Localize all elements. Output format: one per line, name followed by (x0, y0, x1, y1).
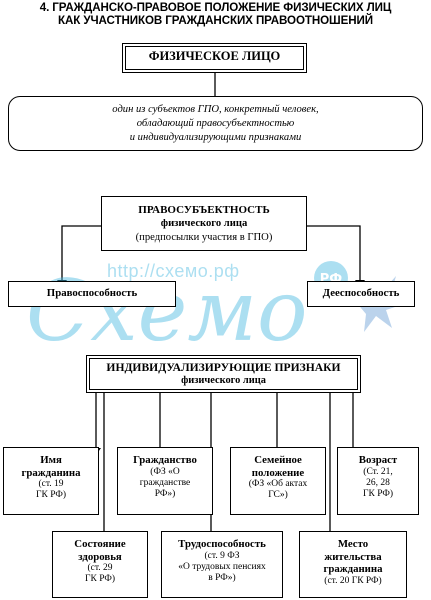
features-heading: ИНДИВИДУАЛИЗИРУЮЩИЕ ПРИЗНАКИ (106, 361, 341, 374)
page-title: 4. ГРАЖДАНСКО-ПРАВОВОЕ ПОЛОЖЕНИЕ ФИЗИЧЕС… (0, 1, 431, 27)
feature-citizenship-ref1: (ФЗ «О (150, 466, 180, 477)
feature-family-title2: положение (251, 466, 305, 479)
feature-health-title1: Состояние (74, 538, 126, 550)
person-heading: ФИЗИЧЕСКОЕ ЛИЦО (148, 49, 281, 63)
person-definition-box: один из субъектов ГПО, конкретный челове… (8, 96, 423, 151)
feature-age-ref1: (Ст. 21, (363, 466, 393, 477)
feature-name-title1: Имя (40, 454, 62, 466)
feature-work-capacity-ref2: «О трудовых пенсиях (178, 561, 266, 572)
legal-capacity-label: Правоспособность (46, 287, 138, 299)
feature-age-ref3: ГК РФ) (363, 488, 393, 499)
feature-work-capacity-ref1: (ст. 9 ФЗ (204, 550, 240, 561)
person-definition-line2: обладающий правосубъектностью (136, 118, 295, 129)
feature-age-box: Возраст (Ст. 21, 26, 28 ГК РФ) (337, 447, 419, 515)
page-title-line1: 4. ГРАЖДАНСКО-ПРАВОВОЕ ПОЛОЖЕНИЕ ФИЗИЧЕС… (39, 1, 392, 14)
feature-family-title1: Семейное (254, 454, 302, 466)
feature-citizenship-title: Гражданство (133, 454, 197, 466)
feature-work-capacity-ref3: в РФ») (208, 572, 236, 583)
person-box: ФИЗИЧЕСКОЕ ЛИЦО (122, 43, 307, 73)
features-subheading: физического лица (181, 375, 266, 386)
feature-age-ref2: 26, 28 (366, 477, 390, 488)
feature-citizenship-box: Гражданство (ФЗ «О гражданстве РФ») (117, 447, 213, 515)
feature-citizenship-ref2: гражданстве (139, 477, 191, 488)
feature-work-capacity-title: Трудоспособность (178, 538, 266, 550)
legal-capacity-box: Правоспособность (8, 281, 176, 307)
feature-name-title2: гражданина (21, 466, 81, 479)
legal-personality-heading: ПРАВОСУБЪЕКТНОСТЬ (138, 204, 270, 216)
features-box: ИНДИВИДУАЛИЗИРУЮЩИЕ ПРИЗНАКИ физического… (86, 355, 361, 393)
feature-residence-title1: Место (337, 538, 369, 550)
active-capacity-label: Дееспособность (322, 287, 400, 299)
feature-age-title: Возраст (358, 454, 398, 466)
feature-work-capacity-box: Трудоспособность (ст. 9 ФЗ «О трудовых п… (161, 531, 283, 598)
person-definition-line3: и индивидуализирующими признаками (129, 132, 302, 143)
feature-name-ref2: ГК РФ) (36, 490, 66, 500)
feature-residence-title3: гражданина (323, 563, 383, 575)
feature-health-ref1: (ст. 29 (87, 563, 113, 573)
legal-personality-box: ПРАВОСУБЪЕКТНОСТЬ физического лица (пред… (101, 196, 307, 251)
legal-personality-note: (предпосылки участия в ГПО) (135, 232, 273, 243)
feature-citizenship-ref3: РФ») (154, 488, 176, 499)
feature-name-box: Имя гражданина (ст. 19 ГК РФ) (3, 447, 99, 515)
feature-family-ref2: ГС») (268, 490, 288, 500)
feature-residence-box: Место жительства гражданина (ст. 20 ГК Р… (299, 531, 407, 598)
feature-family-ref1: (ФЗ «Об актах (248, 479, 308, 489)
person-definition-line1: один из субъектов ГПО, конкретный челове… (112, 104, 319, 115)
legal-personality-subheading: физического лица (160, 218, 248, 229)
page-title-line2: КАК УЧАСТНИКОВ ГРАЖДАНСКИХ ПРАВООТНОШЕНИ… (58, 14, 373, 27)
feature-family-box: Семейное положение (ФЗ «Об актах ГС») (230, 447, 326, 515)
feature-residence-title2: жительства (324, 550, 382, 563)
feature-name-ref1: (ст. 19 (38, 479, 64, 489)
active-capacity-box: Дееспособность (307, 281, 415, 307)
feature-health-box: Состояние здоровья (ст. 29 ГК РФ) (52, 531, 148, 598)
feature-residence-ref1: (ст. 20 ГК РФ) (324, 575, 382, 586)
feature-health-title2: здоровья (78, 550, 122, 563)
feature-health-ref2: ГК РФ) (85, 574, 115, 584)
watermark-url: http://схемо.рф (107, 261, 240, 281)
